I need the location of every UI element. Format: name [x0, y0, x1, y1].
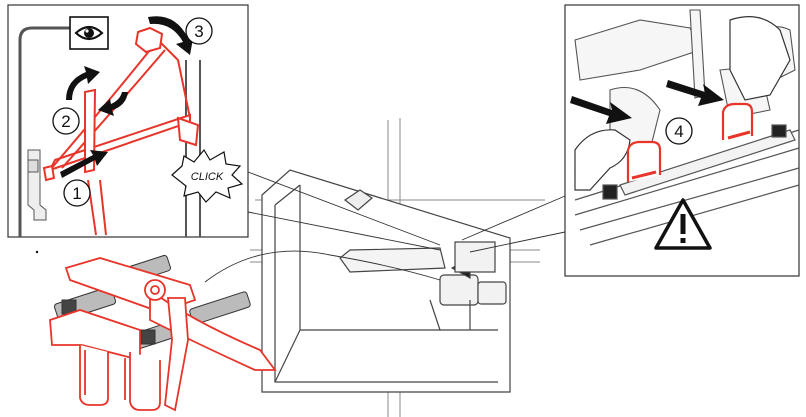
step-4-marker: 4	[665, 117, 693, 145]
tray-base	[574, 124, 800, 246]
bracket-assembly	[49, 254, 277, 412]
valve-assembly	[429, 241, 507, 331]
red-bracket-frame	[49, 257, 277, 412]
callout-lines	[204, 171, 566, 283]
callout-box-steps-1-3: CLICK 1 2 3	[7, 4, 249, 238]
hands	[574, 16, 791, 191]
wall-bracket	[18, 26, 201, 237]
click-burst: CLICK	[171, 148, 244, 203]
warning-icon	[654, 198, 712, 250]
click-label: CLICK	[191, 171, 224, 183]
step-2-number: 2	[61, 112, 70, 131]
clip-holder	[27, 149, 47, 221]
step-1-number: 1	[72, 184, 81, 203]
press-arrows	[570, 80, 724, 124]
eye-icon	[69, 16, 109, 50]
cistern-box	[261, 169, 511, 393]
step-3-marker: 3	[185, 17, 213, 45]
dot-marker	[35, 250, 39, 254]
red-release-clips	[626, 102, 754, 182]
callout-box-step-4: 4	[564, 4, 800, 277]
step-arrows	[60, 16, 194, 178]
step-4-number: 4	[674, 122, 683, 141]
step-1-marker: 1	[63, 179, 91, 207]
step-3-number: 3	[194, 22, 203, 41]
step-2-marker: 2	[52, 107, 80, 135]
lever-arm	[42, 26, 200, 236]
